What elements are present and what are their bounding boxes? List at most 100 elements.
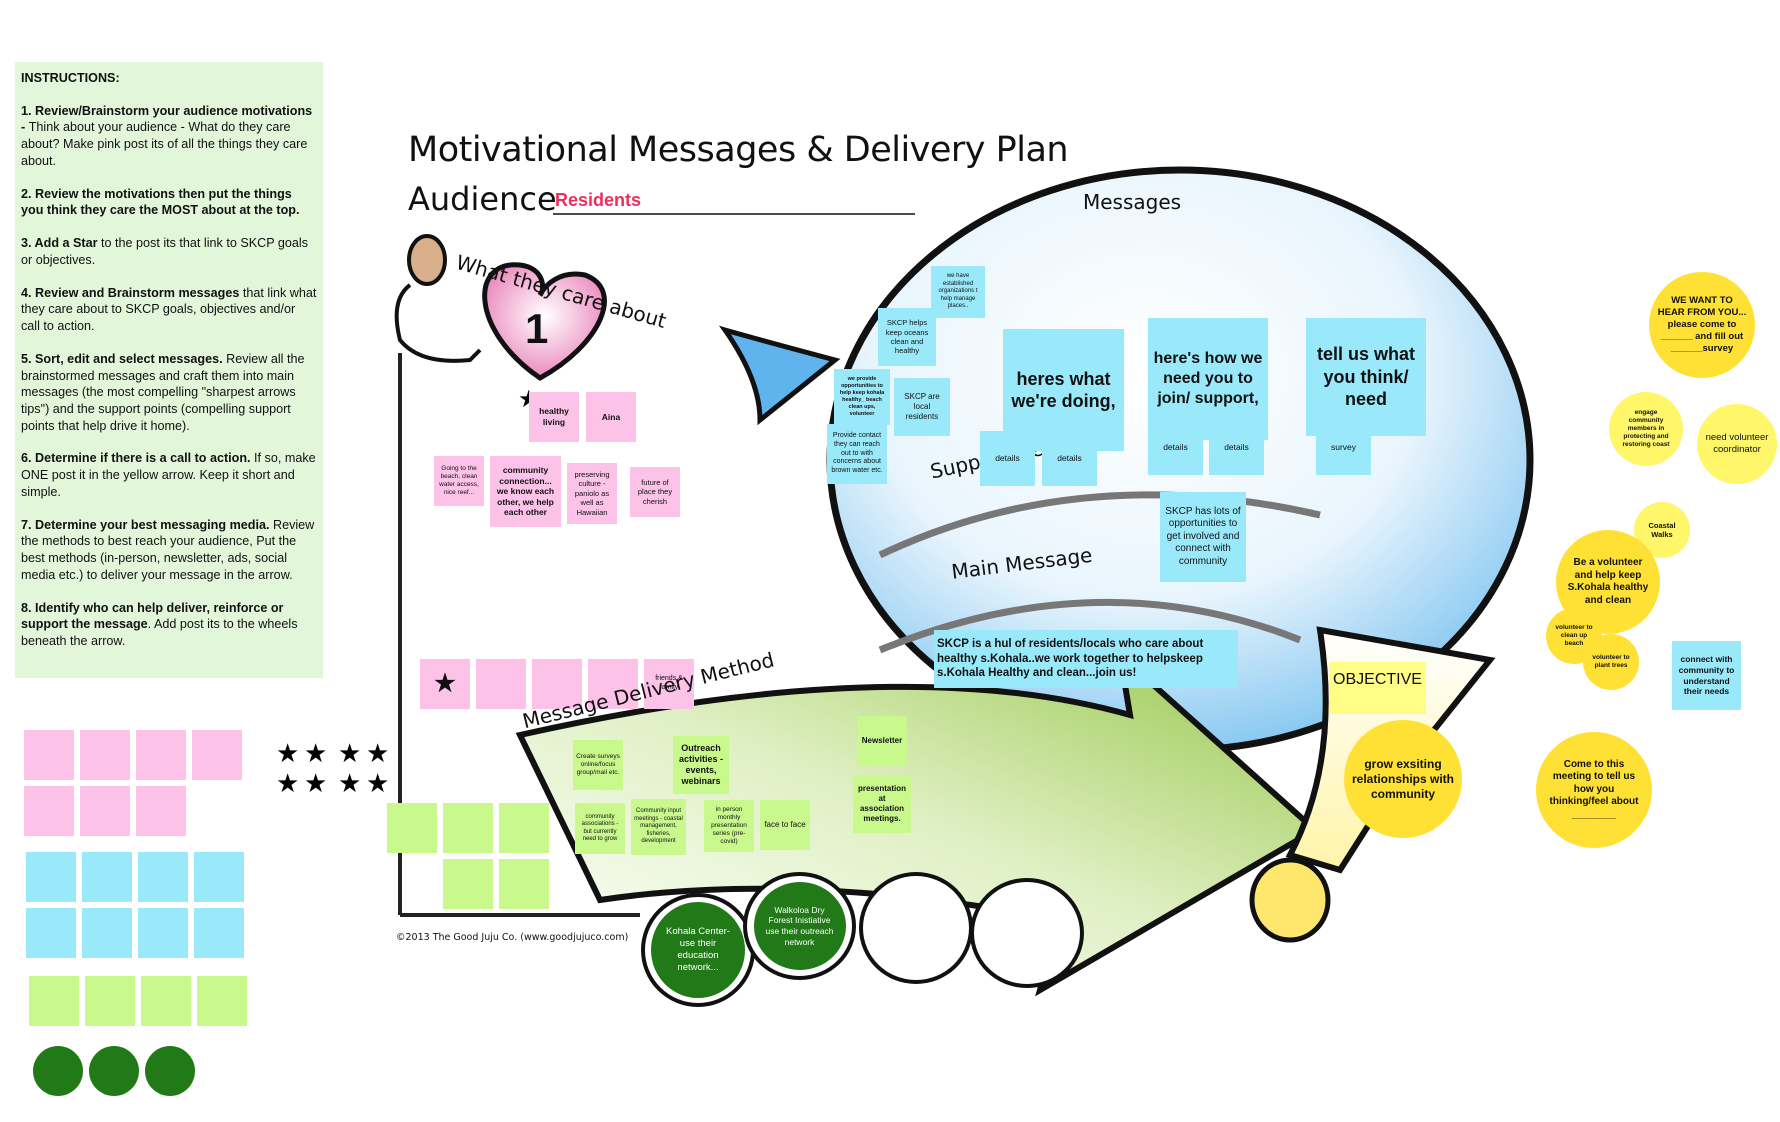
objective-label: OBJECTIVE xyxy=(1329,662,1426,714)
care-note[interactable]: future of place they cherish xyxy=(630,467,680,517)
main-message-note[interactable]: heres what we're doing, xyxy=(1003,329,1124,451)
heart-number: 1 xyxy=(525,305,549,352)
blank-blue-note[interactable] xyxy=(82,908,132,958)
blank-blue-note[interactable] xyxy=(194,908,244,958)
blank-blue-note[interactable] xyxy=(82,852,132,902)
delivery-method-note[interactable]: Newsletter xyxy=(857,716,907,766)
right-blue-note[interactable]: connect with community to understand the… xyxy=(1672,641,1741,710)
idea-circle[interactable]: engage community members in protecting a… xyxy=(1609,392,1683,466)
detail-note[interactable]: details xyxy=(1209,420,1264,475)
blank-green-circle[interactable] xyxy=(33,1046,83,1096)
idea-circle[interactable]: need volunteer coordinator xyxy=(1697,404,1777,484)
blank-pink-note[interactable] xyxy=(24,730,74,780)
blank-blue-note[interactable] xyxy=(138,852,188,902)
idea-circle[interactable]: Coastal Walks xyxy=(1634,502,1690,558)
delivery-method-note[interactable]: Community input meetings - coastal manag… xyxy=(631,799,686,855)
delivery-method-note[interactable]: in person monthly presentation series (p… xyxy=(704,800,754,852)
blank-green-note[interactable] xyxy=(197,976,247,1026)
blank-green-note[interactable] xyxy=(85,976,135,1026)
star-icon: ★ xyxy=(434,670,456,697)
star-icon[interactable]: ★ xyxy=(366,768,390,798)
delivery-wheel[interactable] xyxy=(859,872,973,984)
brainstorm-message-note[interactable]: Provide contact they can reach out to wi… xyxy=(827,424,887,484)
copyright: ©2013 The Good Juju Co. (www.goodjujuco.… xyxy=(396,932,629,943)
care-note[interactable]: friends & family xyxy=(644,659,694,709)
brainstorm-message-note[interactable]: SKCP are local residents xyxy=(894,378,950,436)
star-icon[interactable]: ★ xyxy=(338,768,362,798)
blank-green-note[interactable] xyxy=(499,859,549,909)
blank-blue-note[interactable] xyxy=(26,908,76,958)
audience-label: Audience xyxy=(408,180,557,218)
main-message-text[interactable]: SKCP is a hul of residents/locals who ca… xyxy=(934,630,1238,688)
instructions-heading: INSTRUCTIONS: xyxy=(21,71,120,85)
blank-green-circle[interactable] xyxy=(145,1046,195,1096)
care-note[interactable] xyxy=(588,659,638,709)
blank-pink-note[interactable] xyxy=(80,730,130,780)
instruction-step-1: 1. Review/Brainstorm your audience motiv… xyxy=(21,103,313,168)
detail-note[interactable]: details xyxy=(1148,420,1203,475)
blank-blue-note[interactable] xyxy=(26,852,76,902)
delivery-method-note[interactable]: Outreach activities - events, webinars xyxy=(673,736,729,794)
detail-note[interactable]: survey xyxy=(1316,420,1371,475)
star-icon[interactable]: ★ xyxy=(304,738,328,768)
main-message-note[interactable]: tell us what you think/ need xyxy=(1306,318,1426,436)
wheel-helper-note[interactable]: Walkoloa Dry Forest Inistiative use thei… xyxy=(753,882,846,970)
blank-pink-note[interactable] xyxy=(24,786,74,836)
instructions-panel: INSTRUCTIONS: 1. Review/Brainstorm your … xyxy=(15,62,323,678)
call-to-action-circle[interactable]: WE WANT TO HEAR FROM YOU... please come … xyxy=(1649,272,1755,378)
brainstorm-message-note[interactable]: we have established organizations t help… xyxy=(931,266,985,318)
blank-pink-note[interactable] xyxy=(80,786,130,836)
delivery-method-note[interactable]: Create surveys online/focus group/mail e… xyxy=(573,740,623,790)
main-message-note[interactable]: here's how we need you to join/ support, xyxy=(1148,318,1268,440)
care-note[interactable]: preserving culture - paniolo as well as … xyxy=(567,463,617,524)
blank-green-circle[interactable] xyxy=(89,1046,139,1096)
care-note[interactable]: Going to the beach, clean water access, … xyxy=(434,456,484,506)
audience-value[interactable]: Residents xyxy=(555,190,642,210)
star-icon[interactable]: ★ xyxy=(366,738,390,768)
care-note[interactable] xyxy=(476,659,526,709)
delivery-method-note[interactable]: community associations - but currently n… xyxy=(575,803,625,854)
instruction-step-7: 7. Determine your best messaging media. … xyxy=(21,517,315,582)
support-message-note[interactable]: SKCP has lots of opportunities to get in… xyxy=(1160,492,1246,582)
blank-green-note[interactable] xyxy=(387,803,437,853)
page-title: Motivational Messages & Delivery Plan xyxy=(408,130,1069,170)
care-note[interactable]: community connection... we know each oth… xyxy=(490,456,561,527)
idea-circle[interactable]: volunteer to plant trees xyxy=(1583,634,1639,690)
blank-green-note[interactable] xyxy=(29,976,79,1026)
call-to-action-circle[interactable]: Come to this meeting to tell us how you … xyxy=(1536,732,1652,848)
delivery-method-note[interactable]: presentation at association meetings. xyxy=(853,775,911,833)
blank-blue-note[interactable] xyxy=(138,908,188,958)
objective-value[interactable]: grow exsiting relationships with communi… xyxy=(1344,720,1462,838)
star-icon[interactable]: ★ xyxy=(276,768,300,798)
blank-green-note[interactable] xyxy=(141,976,191,1026)
care-note-starred[interactable]: ★ xyxy=(420,659,470,709)
delivery-method-note[interactable]: face to face xyxy=(760,800,810,850)
care-note[interactable]: Aina xyxy=(586,392,636,442)
delivery-wheel: Walkoloa Dry Forest Inistiative use thei… xyxy=(743,872,856,980)
delivery-wheel[interactable] xyxy=(970,878,1084,988)
blank-green-note[interactable] xyxy=(499,803,549,853)
blank-blue-note[interactable] xyxy=(194,852,244,902)
blank-pink-note[interactable] xyxy=(136,786,186,836)
detail-note[interactable]: details xyxy=(1042,431,1097,486)
instruction-step-6: 6. Determine if there is a call to actio… xyxy=(21,451,316,499)
star-icon[interactable]: ★ xyxy=(304,768,328,798)
blank-pink-note[interactable] xyxy=(136,730,186,780)
blank-green-note[interactable] xyxy=(443,859,493,909)
star-icon[interactable]: ★ xyxy=(276,738,300,768)
person-figure xyxy=(394,234,482,363)
detail-note[interactable]: details xyxy=(980,431,1035,486)
wheel-helper-note[interactable]: Kohala Center- use their education netwo… xyxy=(651,902,745,998)
brainstorm-message-note[interactable]: SKCP helps keep oceans clean and healthy xyxy=(878,308,936,366)
care-note[interactable] xyxy=(532,659,582,709)
instruction-step-5: 5. Sort, edit and select messages. Revie… xyxy=(21,351,305,433)
brainstorm-message-note[interactable]: we provide opportunities to help keep ko… xyxy=(834,369,890,425)
instruction-step-2: 2. Review the motivations then put the t… xyxy=(21,186,300,218)
blank-green-note[interactable] xyxy=(443,803,493,853)
support-swoosh xyxy=(878,491,1321,559)
main-swoosh xyxy=(878,598,1302,654)
instruction-step-3: 3. Add a Star to the post its that link … xyxy=(21,236,308,267)
blank-pink-note[interactable] xyxy=(192,730,242,780)
star-icon[interactable]: ★ xyxy=(338,738,362,768)
care-note[interactable]: healthy living xyxy=(529,392,579,442)
